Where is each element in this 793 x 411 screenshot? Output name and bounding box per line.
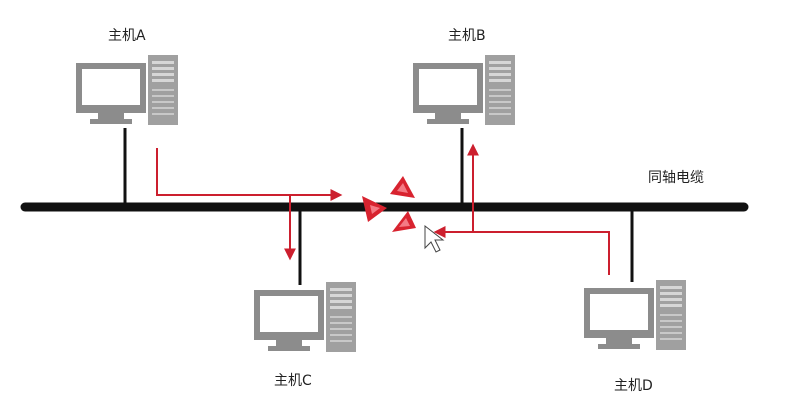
host-a-computer-icon (76, 55, 178, 125)
host-c-label: 主机C (274, 373, 312, 389)
host-c-computer-icon (254, 282, 356, 352)
host-b-computer-icon (413, 55, 515, 125)
mouse-cursor-icon (424, 224, 445, 253)
host-a-label: 主机A (108, 28, 146, 44)
host-d-label: 主机D (614, 378, 653, 394)
signal-path-a (156, 148, 343, 201)
collision-icon (362, 176, 416, 232)
host-b-label: 主机B (448, 28, 486, 44)
cable-label: 同轴电缆 (648, 170, 704, 186)
host-d-computer-icon (584, 280, 686, 350)
signal-path-d (433, 226, 610, 275)
